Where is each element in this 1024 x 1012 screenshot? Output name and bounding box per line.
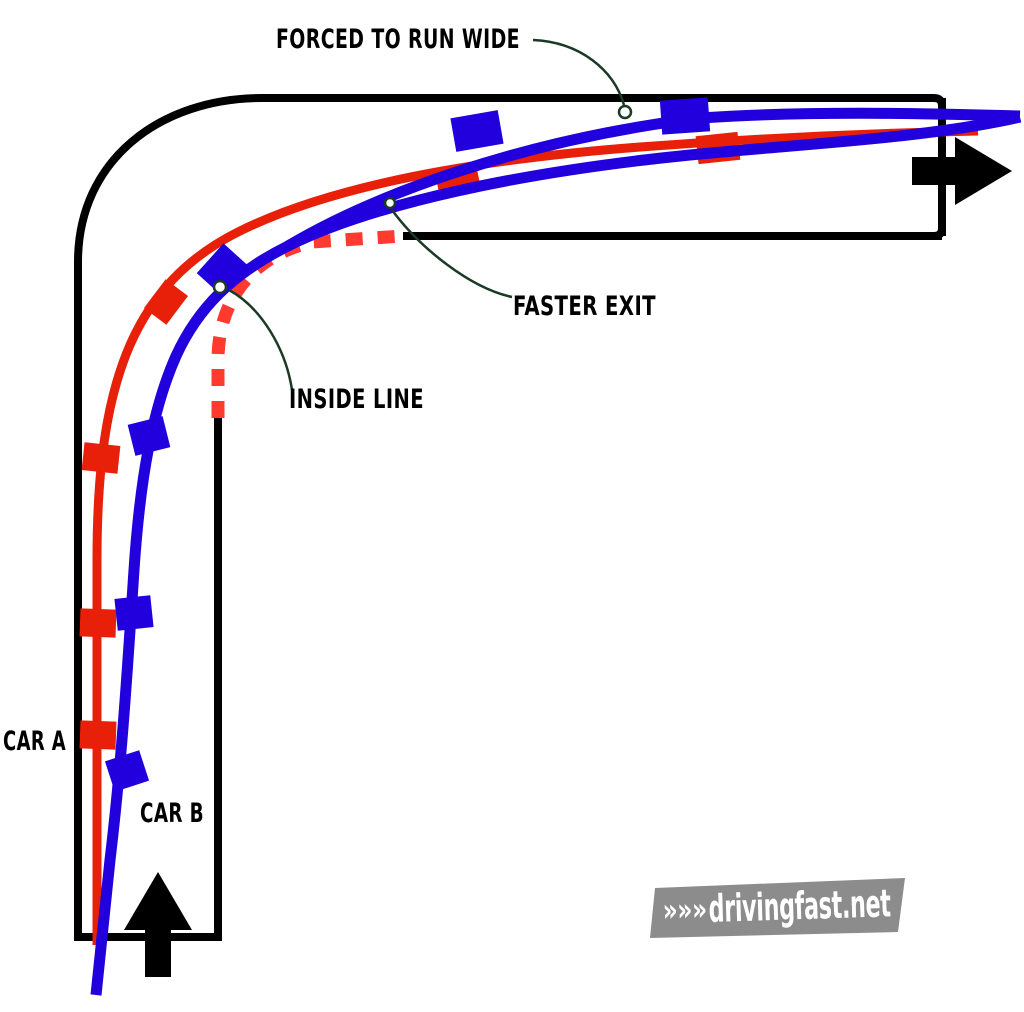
watermark-chevrons: »»»	[662, 892, 707, 929]
leader-forced-to-run-wide	[532, 38, 626, 106]
up-arrow-glyph	[124, 872, 192, 977]
car-a-path	[92, 126, 979, 945]
label-car-b: CAR B	[140, 798, 204, 829]
car-a-markers	[79, 131, 741, 750]
label-inside-line: INSIDE LINE	[289, 384, 424, 415]
car-b-racing-line	[90, 97, 1022, 996]
leader-faster-exit	[390, 209, 513, 299]
apex-marker-inside-line	[212, 279, 228, 295]
label-forced-to-run-wide: FORCED TO RUN WIDE	[276, 24, 520, 55]
watermark-banner-shape	[650, 878, 905, 938]
label-car-a: CAR A	[3, 726, 66, 757]
label-faster-exit: FASTER EXIT	[513, 291, 656, 322]
track-outline	[74, 94, 946, 942]
exit-arrow	[912, 137, 1012, 205]
leader-inside-line	[228, 288, 294, 391]
right-arrow-glyph	[912, 137, 1012, 205]
watermark-label: drivingfast.net	[708, 881, 891, 931]
car-b-markers	[104, 97, 711, 792]
track-bottom-left-corner	[74, 933, 83, 942]
inside-line-dotted-path	[211, 229, 404, 418]
apex-marker-faster-exit	[383, 196, 397, 210]
apex-marker-forced-to-run-wide	[617, 104, 633, 120]
annotation-leaders	[212, 38, 633, 391]
entry-arrow	[124, 872, 192, 977]
car-b-path	[90, 111, 1022, 996]
watermark-logo[interactable]: »»» drivingfast.net	[650, 878, 905, 938]
outer-track-boundary	[74, 94, 946, 941]
